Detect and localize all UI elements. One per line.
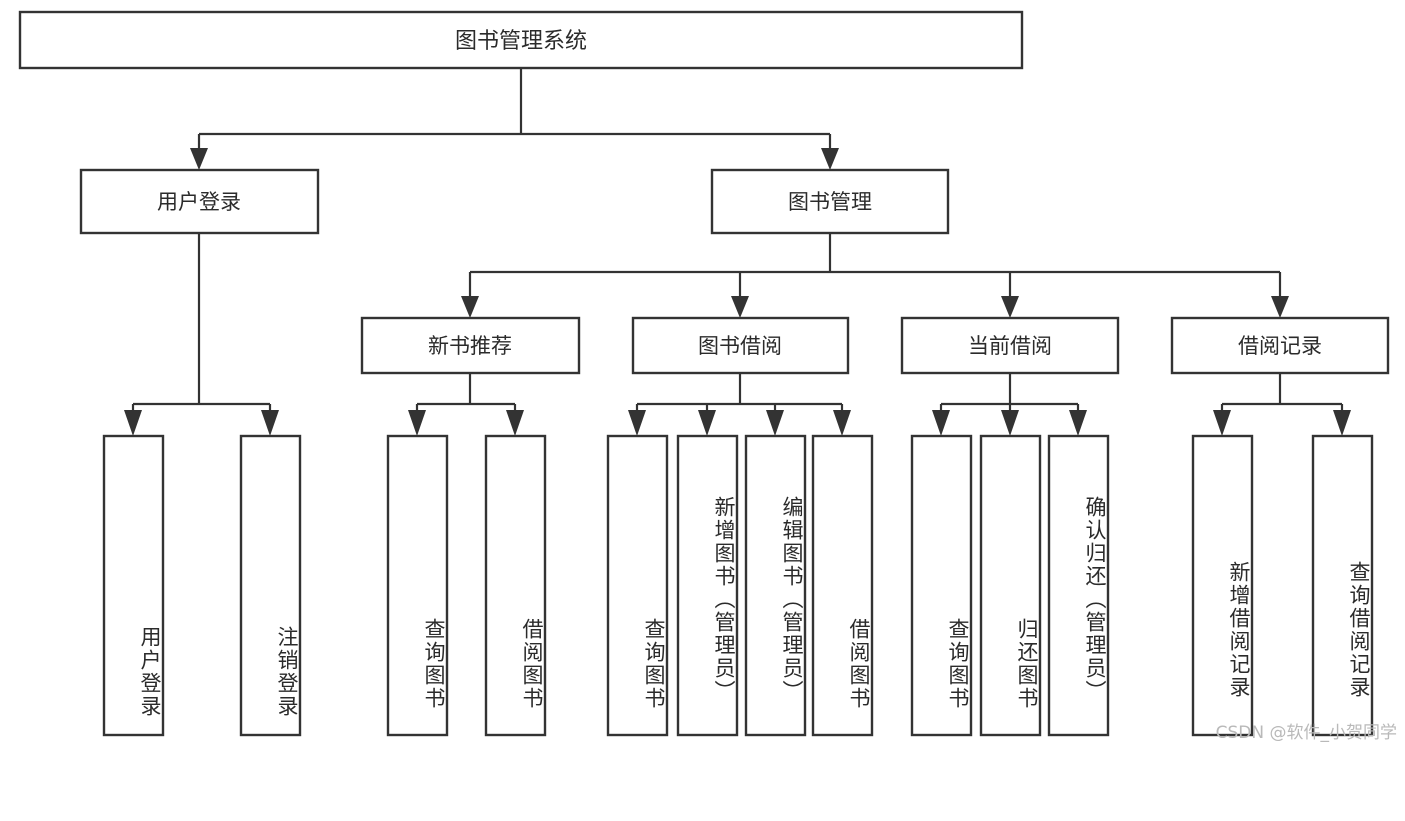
node-root-box[interactable] [18, 10, 1024, 70]
arrowhead-leaf-query-book-2 [628, 410, 646, 436]
node-new-book-rec[interactable]: 新书推荐 [360, 316, 581, 375]
node-current-borrow[interactable]: 当前借阅 [900, 316, 1120, 375]
node-book-manage-box[interactable] [710, 168, 950, 235]
arrowhead-leaf-add-record [1213, 410, 1231, 436]
arrowhead-current-borrow [1001, 296, 1019, 318]
node-current-borrow-label: 当前借阅 [968, 334, 1052, 358]
leaf-box-return-book[interactable] [979, 434, 1042, 737]
csdn-watermark: CSDN @软件_小贺同学 [1215, 723, 1397, 743]
node-book-borrow[interactable]: 图书借阅 [631, 316, 850, 375]
leaf-box-user-login[interactable] [102, 434, 165, 737]
leaf-box-add-book[interactable] [676, 434, 739, 737]
hierarchy-diagram: 图书管理系统 用户登录 图书管理 新书推荐 图书借阅 当前借阅 借阅记录 [18, 10, 1390, 737]
arrowhead-leaf-query-book-3 [932, 410, 950, 436]
node-current-borrow-box[interactable] [900, 316, 1120, 375]
node-book-borrow-box[interactable] [631, 316, 850, 375]
node-borrow-record-box[interactable] [1170, 316, 1390, 375]
leaf-boxes-group [102, 434, 1374, 737]
arrowhead-leaf-add-book [698, 410, 716, 436]
leaf-box-user-logout[interactable] [239, 434, 302, 737]
node-book-borrow-label: 图书借阅 [698, 334, 782, 358]
arrowhead-user-login [190, 148, 208, 170]
node-borrow-record-label: 借阅记录 [1238, 334, 1322, 358]
node-root-label: 图书管理系统 [455, 29, 587, 54]
node-borrow-record[interactable]: 借阅记录 [1170, 316, 1390, 375]
connector-group [124, 68, 1351, 436]
node-new-book-rec-box[interactable] [360, 316, 581, 375]
arrowhead-book-borrow [731, 296, 749, 318]
arrowhead-borrow-record [1271, 296, 1289, 318]
arrowhead-leaf-user-login [124, 410, 142, 436]
arrowhead-book-manage [821, 148, 839, 170]
arrowhead-leaf-borrow-book-2 [833, 410, 851, 436]
leaf-box-add-record[interactable] [1191, 434, 1254, 737]
leaf-box-edit-book[interactable] [744, 434, 807, 737]
leaf-box-query-book-2[interactable] [606, 434, 669, 737]
arrowhead-leaf-user-logout [261, 410, 279, 436]
leaf-box-borrow-book-2[interactable] [811, 434, 874, 737]
node-user-login-label: 用户登录 [157, 190, 241, 214]
node-user-login[interactable]: 用户登录 [79, 168, 320, 235]
node-user-login-box[interactable] [79, 168, 320, 235]
arrowhead-leaf-query-record [1333, 410, 1351, 436]
leaf-box-query-record[interactable] [1311, 434, 1374, 737]
node-book-manage[interactable]: 图书管理 [710, 168, 950, 235]
node-new-book-rec-label: 新书推荐 [428, 334, 512, 358]
arrowhead-new-book [461, 296, 479, 318]
node-root[interactable]: 图书管理系统 [18, 10, 1024, 70]
diagram-canvas: 图书管理系统 用户登录 图书管理 新书推荐 图书借阅 当前借阅 借阅记录 [18, 10, 1397, 743]
arrowhead-leaf-return-book [1001, 410, 1019, 436]
leaf-box-query-book-3[interactable] [910, 434, 973, 737]
node-book-manage-label: 图书管理 [788, 190, 872, 214]
leaf-box-query-book-1[interactable] [386, 434, 449, 737]
arrowhead-leaf-confirm-return [1069, 410, 1087, 436]
leaf-box-borrow-book-1[interactable] [484, 434, 547, 737]
arrowhead-leaf-query-book-1 [408, 410, 426, 436]
arrowhead-leaf-borrow-book-1 [506, 410, 524, 436]
arrowhead-leaf-edit-book [766, 410, 784, 436]
leaf-box-confirm-return[interactable] [1047, 434, 1110, 737]
